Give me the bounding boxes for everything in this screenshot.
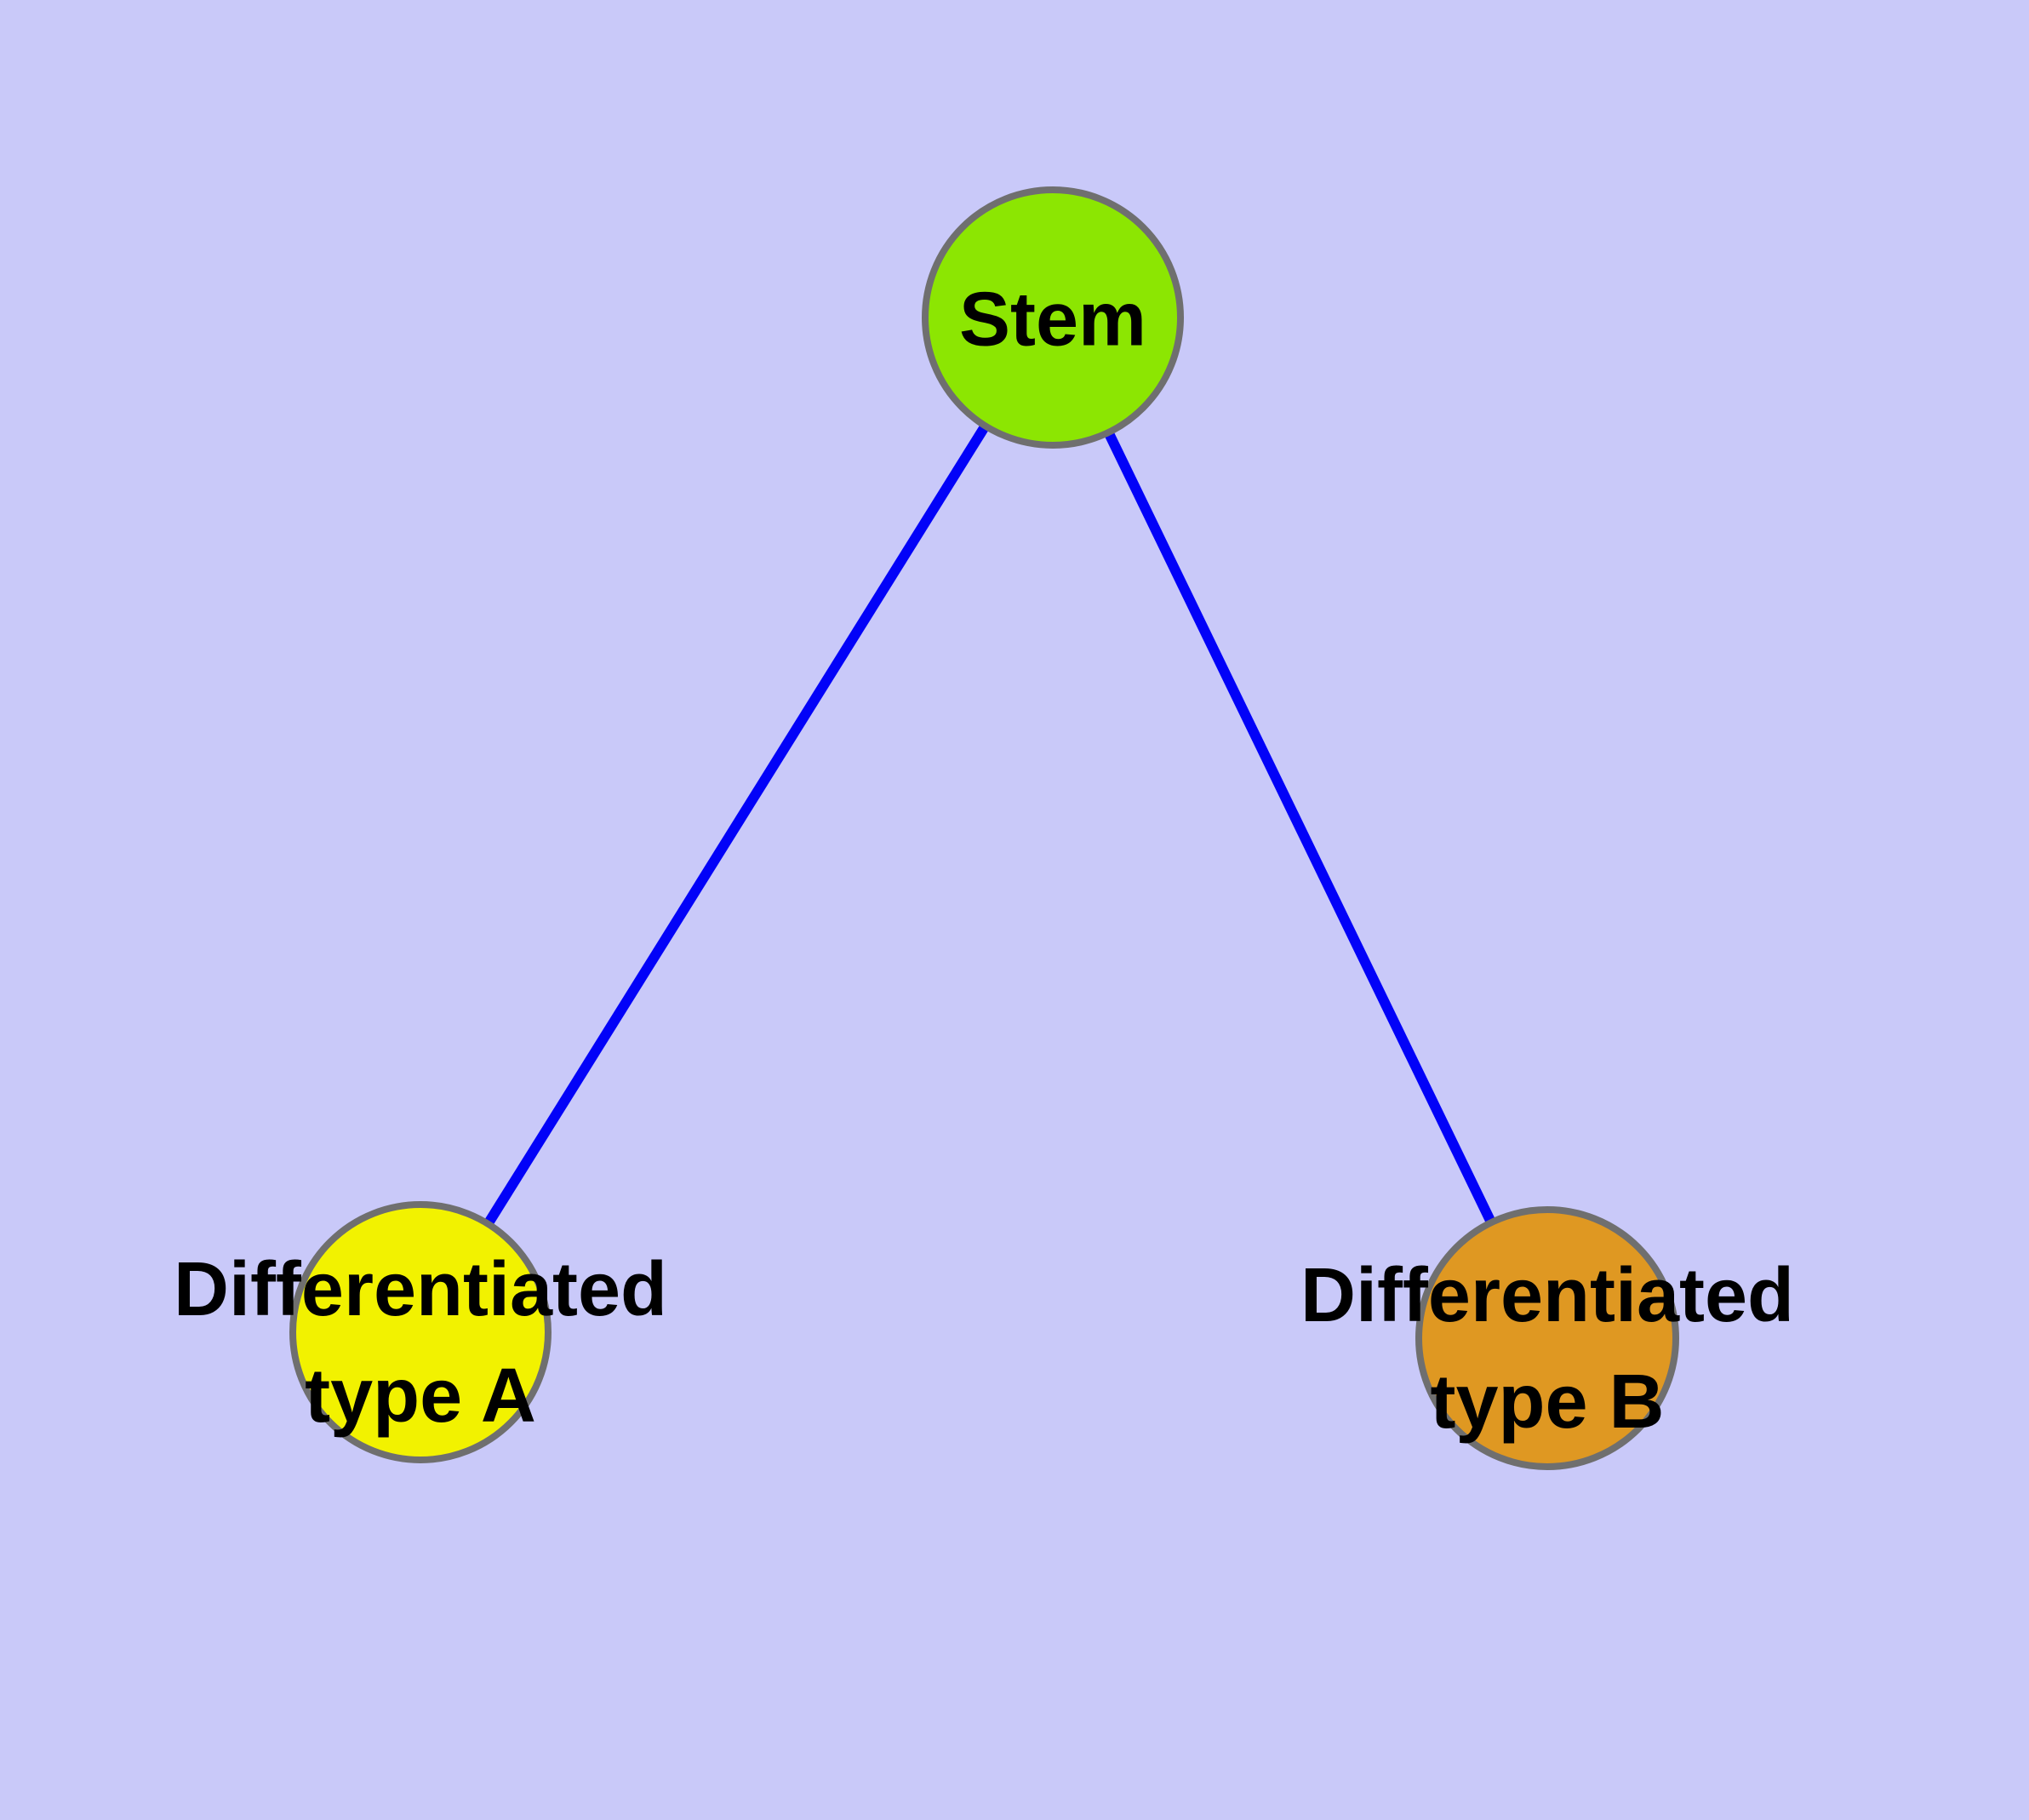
- node-label-differentiated-type-a: Differentiated type A: [174, 1247, 667, 1439]
- node-differentiated-type-a: [289, 1201, 552, 1463]
- edge-stem-to-differentiated-type-a: [483, 423, 990, 1227]
- node-label-differentiated-type-b: Differentiated type B: [1300, 1253, 1794, 1445]
- node-label-line: Differentiated: [174, 1247, 667, 1332]
- nodes-layer: [289, 186, 1679, 1470]
- edge-stem-to-differentiated-type-b: [1104, 430, 1496, 1225]
- node-label-line: type B: [1430, 1359, 1664, 1445]
- node-label-line: type A: [305, 1354, 536, 1439]
- node-label-line: Stem: [959, 277, 1146, 362]
- node-label-line: Differentiated: [1300, 1253, 1794, 1338]
- edges-layer: [483, 423, 1496, 1227]
- node-differentiated-type-b: [1415, 1206, 1679, 1470]
- node-stem: [922, 186, 1184, 449]
- node-label-stem: Stem: [959, 277, 1146, 362]
